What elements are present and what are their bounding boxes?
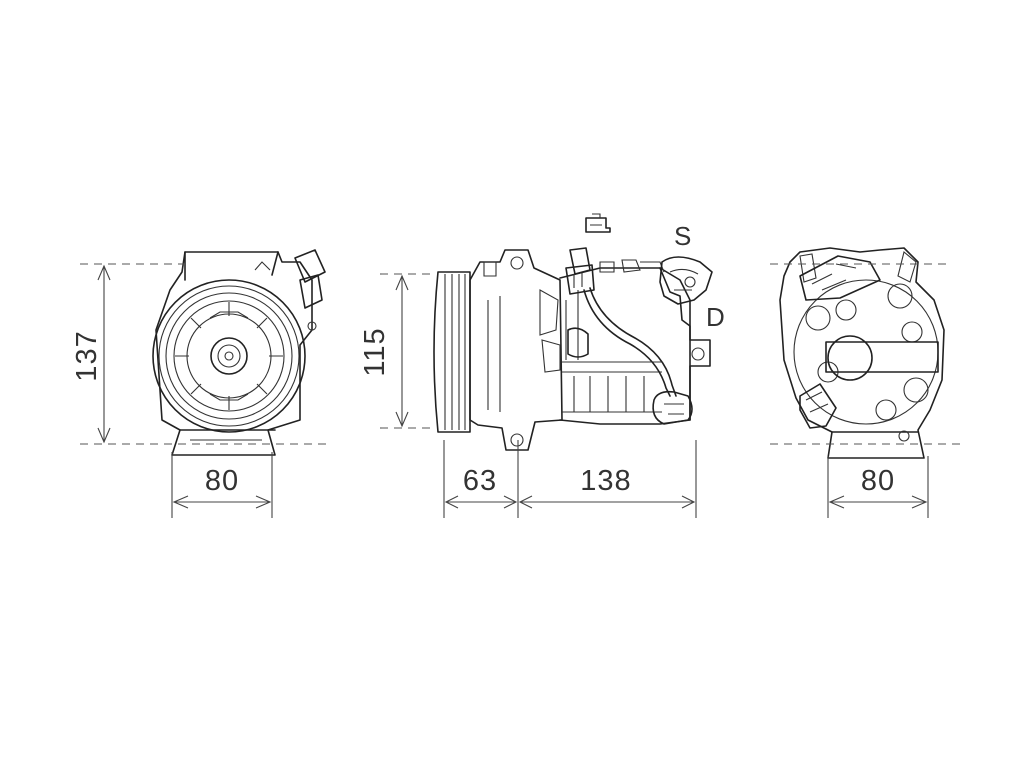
front-dimensions xyxy=(80,263,330,518)
pulley-length-label: 63 xyxy=(463,465,497,497)
side-height-label: 115 xyxy=(359,327,391,376)
front-width-label: 80 xyxy=(205,465,239,497)
side-view xyxy=(433,247,713,451)
rear-width-label: 80 xyxy=(861,465,895,497)
side-dimensions xyxy=(380,273,697,518)
body-length-label: 138 xyxy=(580,465,631,497)
front-height-label: 137 xyxy=(71,330,103,381)
front-view xyxy=(152,249,326,456)
rear-view xyxy=(779,247,945,459)
suction-port-label: S xyxy=(674,221,691,251)
electrical-connector-icon xyxy=(585,213,611,233)
discharge-port-label: D xyxy=(706,302,725,332)
rear-dimensions xyxy=(770,263,960,518)
